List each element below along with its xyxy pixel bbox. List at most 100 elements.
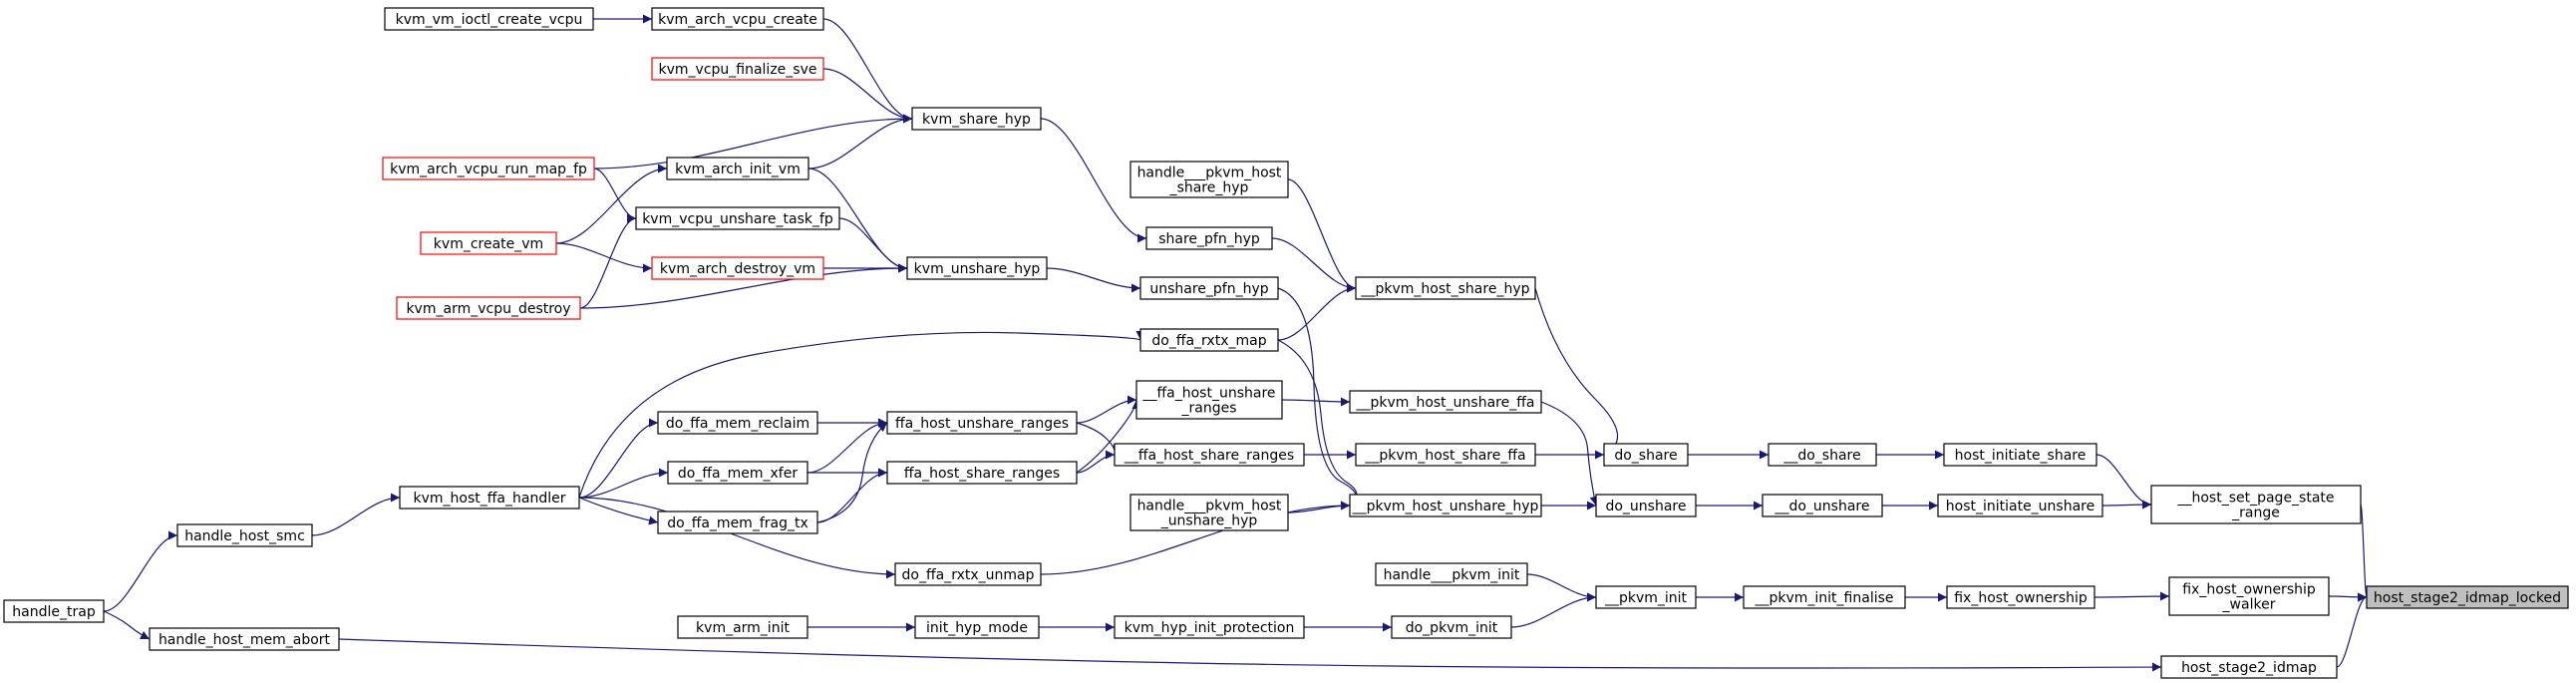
node-box[interactable] xyxy=(384,7,594,31)
node-unshare_pfn_hyp[interactable]: unshare_pfn_hyp xyxy=(1139,276,1279,300)
node-box[interactable] xyxy=(635,206,840,230)
node-box[interactable] xyxy=(651,57,824,81)
node-kvm_create_vm[interactable]: kvm_create_vm xyxy=(420,231,557,255)
node-fix_host_ownership[interactable]: fix_host_ownership xyxy=(1946,585,2095,609)
node-box[interactable] xyxy=(1355,443,1536,467)
node-box[interactable] xyxy=(657,511,818,534)
node-__pkvm_init_finalise[interactable]: __pkvm_init_finalise xyxy=(1743,585,1906,609)
node-do_ffa_rxtx_unmap[interactable]: do_ffa_rxtx_unmap xyxy=(894,562,1042,586)
node-box[interactable] xyxy=(399,486,580,510)
node-host_stage2_idmap[interactable]: host_stage2_idmap xyxy=(2160,655,2338,679)
node-do_unshare[interactable]: do_unshare xyxy=(1595,494,1697,517)
node-box[interactable] xyxy=(1129,494,1289,531)
node-init_hyp_mode[interactable]: init_hyp_mode xyxy=(914,615,1040,639)
node-__pkvm_host_unshare_ffa[interactable]: __pkvm_host_unshare_ffa xyxy=(1349,390,1542,414)
node-box[interactable] xyxy=(1743,585,1906,609)
node-box[interactable] xyxy=(1595,494,1697,517)
node-box[interactable] xyxy=(1375,562,1528,586)
node-kvm_arch_destroy_vm[interactable]: kvm_arch_destroy_vm xyxy=(651,256,824,280)
node-box[interactable] xyxy=(914,615,1040,639)
node-do_pkvm_init[interactable]: do_pkvm_init xyxy=(1391,615,1512,639)
node-share_pfn_hyp[interactable]: share_pfn_hyp xyxy=(1145,226,1273,250)
node-kvm_host_ffa_handler[interactable]: kvm_host_ffa_handler xyxy=(399,486,580,510)
node-box[interactable] xyxy=(1129,161,1289,198)
node-box[interactable] xyxy=(1391,615,1512,639)
node-box[interactable] xyxy=(651,256,824,280)
node-__do_unshare[interactable]: __do_unshare xyxy=(1762,494,1883,517)
node-box[interactable] xyxy=(1595,585,1697,609)
node-box[interactable] xyxy=(3,599,105,623)
node-__ffa_host_share_ranges[interactable]: __ffa_host_share_ranges xyxy=(1114,443,1305,467)
node-kvm_arm_init[interactable]: kvm_arm_init xyxy=(677,615,808,639)
node-box[interactable] xyxy=(1114,443,1305,467)
node-kvm_arch_vcpu_run_map_fp[interactable]: kvm_arch_vcpu_run_map_fp xyxy=(382,157,595,180)
node-box[interactable] xyxy=(396,296,581,320)
node-kvm_hyp_init_protection[interactable]: kvm_hyp_init_protection xyxy=(1114,615,1305,639)
node-ffa_host_share_ranges[interactable]: ffa_host_share_ranges xyxy=(886,461,1078,485)
node-handle___pkvm_host_share_hyp[interactable]: handle___pkvm_host_share_hyp xyxy=(1129,161,1289,198)
node-kvm_vm_ioctl_create_vcpu[interactable]: kvm_vm_ioctl_create_vcpu xyxy=(384,7,594,31)
node-__pkvm_host_share_ffa[interactable]: __pkvm_host_share_ffa xyxy=(1355,443,1536,467)
node-box[interactable] xyxy=(1349,494,1542,517)
node-box[interactable] xyxy=(149,627,340,651)
node-kvm_arch_init_vm[interactable]: kvm_arch_init_vm xyxy=(666,157,809,180)
node-box[interactable] xyxy=(666,157,809,180)
node-handle___pkvm_host_unshare_hyp[interactable]: handle___pkvm_host_unshare_hyp xyxy=(1129,494,1289,531)
node-host_initiate_share[interactable]: host_initiate_share xyxy=(1943,443,2097,467)
node-box[interactable] xyxy=(677,615,808,639)
node-__pkvm_init[interactable]: __pkvm_init xyxy=(1595,585,1697,609)
node-box[interactable] xyxy=(1762,494,1883,517)
node-handle_trap[interactable]: handle_trap xyxy=(3,599,105,623)
node-box[interactable] xyxy=(1135,380,1283,420)
node-ffa_host_unshare_ranges[interactable]: ffa_host_unshare_ranges xyxy=(886,411,1078,435)
node-kvm_unshare_hyp[interactable]: kvm_unshare_hyp xyxy=(906,256,1048,280)
node-box[interactable] xyxy=(1768,443,1877,467)
node-box[interactable] xyxy=(1349,390,1542,414)
node-__pkvm_host_unshare_hyp[interactable]: __pkvm_host_unshare_hyp xyxy=(1349,494,1542,517)
node-box[interactable] xyxy=(911,107,1042,131)
node-box[interactable] xyxy=(1943,443,2097,467)
node-__ffa_host_unshare_ranges[interactable]: __ffa_host_unshare_ranges xyxy=(1135,380,1283,420)
node-do_ffa_mem_frag_tx[interactable]: do_ffa_mem_frag_tx xyxy=(657,511,818,534)
node-box[interactable] xyxy=(2366,585,2569,609)
node-box[interactable] xyxy=(2160,655,2338,679)
node-kvm_arm_vcpu_destroy[interactable]: kvm_arm_vcpu_destroy xyxy=(396,296,581,320)
node-box[interactable] xyxy=(1937,494,2103,517)
node-box[interactable] xyxy=(1603,443,1689,467)
node-kvm_vcpu_finalize_sve[interactable]: kvm_vcpu_finalize_sve xyxy=(651,57,824,81)
node-box[interactable] xyxy=(886,461,1078,485)
node-box[interactable] xyxy=(1114,615,1305,639)
node-box[interactable] xyxy=(176,523,313,547)
node-box[interactable] xyxy=(894,562,1042,586)
node-box[interactable] xyxy=(906,256,1048,280)
node-do_share[interactable]: do_share xyxy=(1603,443,1689,467)
node-__pkvm_host_share_hyp[interactable]: __pkvm_host_share_hyp xyxy=(1355,276,1536,300)
node-box[interactable] xyxy=(382,157,595,180)
node-box[interactable] xyxy=(1355,276,1536,300)
node-box[interactable] xyxy=(1139,328,1279,352)
node-kvm_arch_vcpu_create[interactable]: kvm_arch_vcpu_create xyxy=(651,7,824,31)
node-do_ffa_mem_xfer[interactable]: do_ffa_mem_xfer xyxy=(667,461,808,485)
node-handle_host_smc[interactable]: handle_host_smc xyxy=(176,523,313,547)
node-box[interactable] xyxy=(1139,276,1279,300)
node-do_ffa_mem_reclaim[interactable]: do_ffa_mem_reclaim xyxy=(657,411,818,435)
node-fix_host_ownership_walker[interactable]: fix_host_ownership_walker xyxy=(2168,576,2330,616)
node-__do_share[interactable]: __do_share xyxy=(1768,443,1877,467)
node-kvm_vcpu_unshare_task_fp[interactable]: kvm_vcpu_unshare_task_fp xyxy=(635,206,840,230)
node-do_ffa_rxtx_map[interactable]: do_ffa_rxtx_map xyxy=(1139,328,1279,352)
node-box[interactable] xyxy=(886,411,1078,435)
node-box[interactable] xyxy=(2168,576,2330,616)
node-box[interactable] xyxy=(1145,226,1273,250)
node-box[interactable] xyxy=(651,7,824,31)
node-box[interactable] xyxy=(1946,585,2095,609)
node-handle___pkvm_init[interactable]: handle___pkvm_init xyxy=(1375,562,1528,586)
node-handle_host_mem_abort[interactable]: handle_host_mem_abort xyxy=(149,627,340,651)
node-box[interactable] xyxy=(420,231,557,255)
node-host_initiate_unshare[interactable]: host_initiate_unshare xyxy=(1937,494,2103,517)
node-__host_set_page_state_range[interactable]: __host_set_page_state_range xyxy=(2150,485,2362,524)
node-box[interactable] xyxy=(667,461,808,485)
node-host_stage2_idmap_locked[interactable]: host_stage2_idmap_locked xyxy=(2366,585,2569,609)
node-box[interactable] xyxy=(2150,485,2362,524)
node-box[interactable] xyxy=(657,411,818,435)
node-kvm_share_hyp[interactable]: kvm_share_hyp xyxy=(911,107,1042,131)
